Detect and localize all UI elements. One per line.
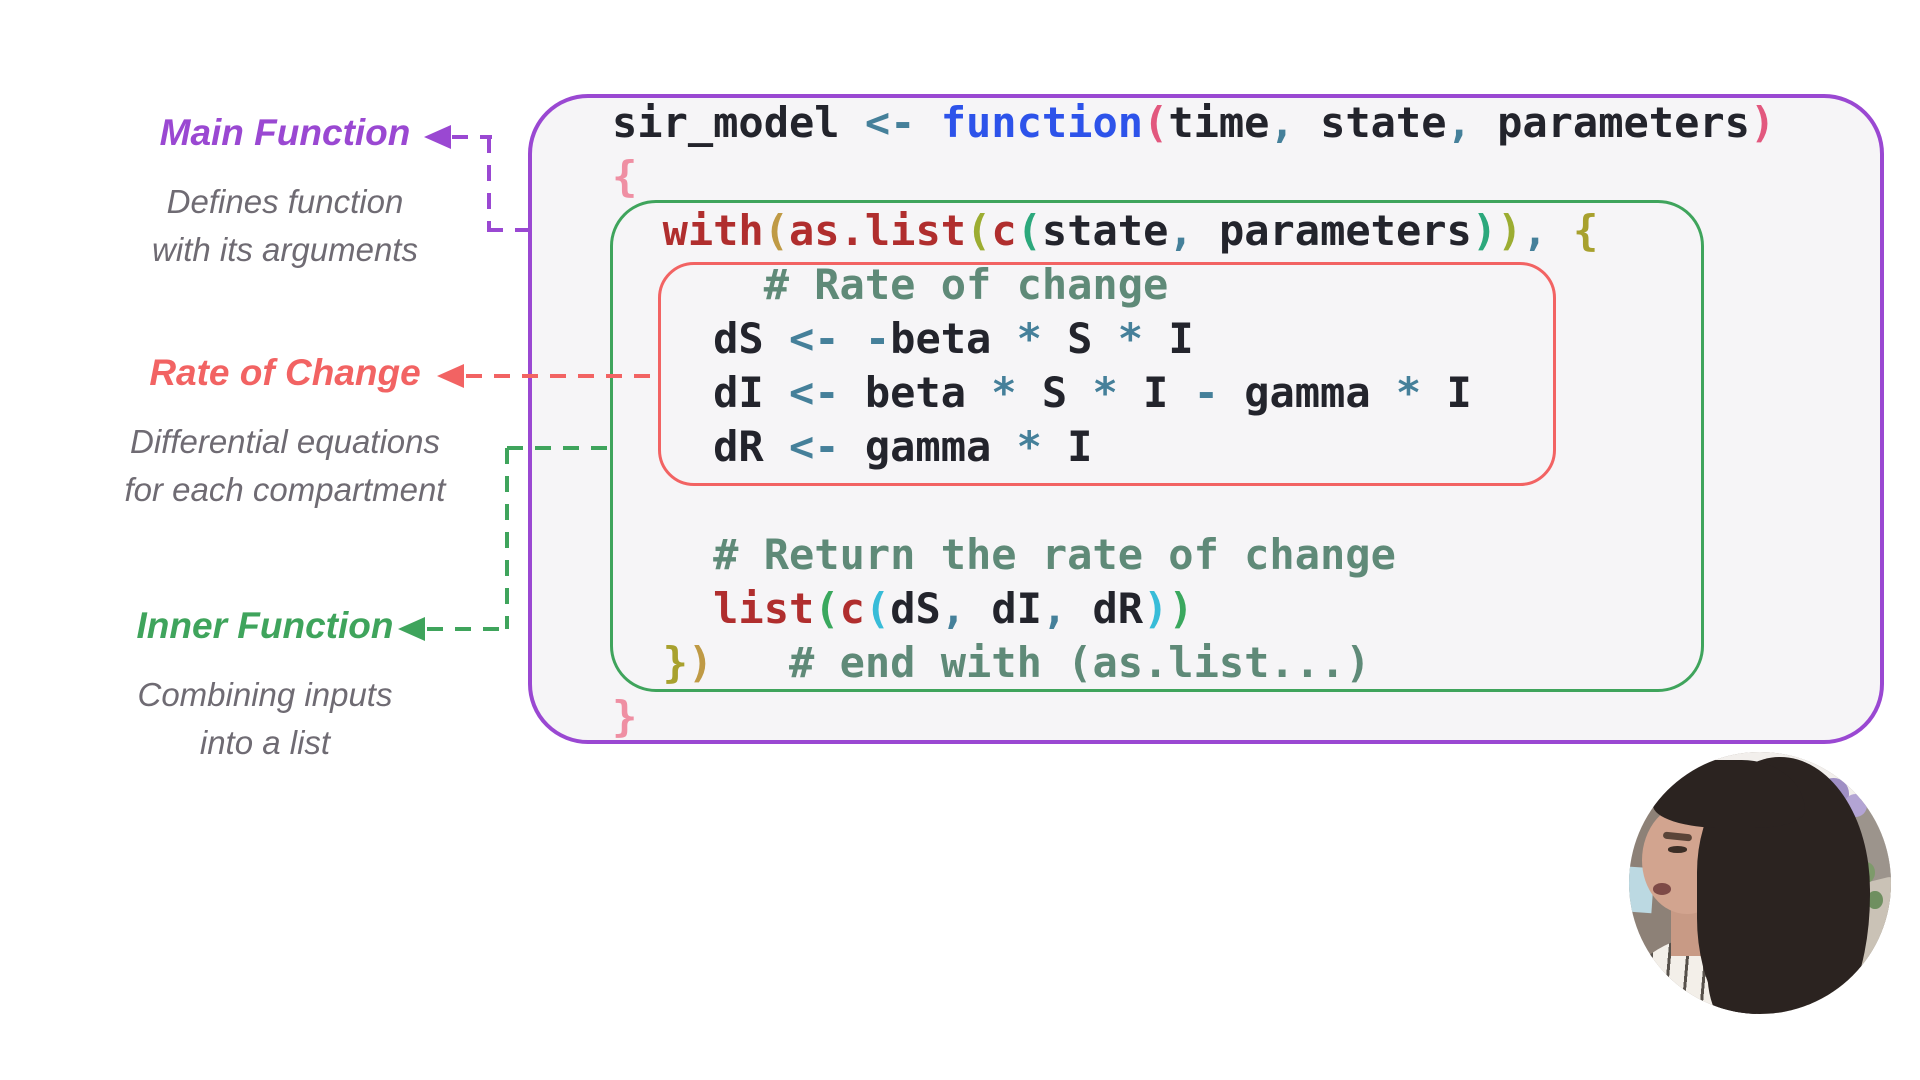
arrowhead-left-icon [437,364,464,388]
main-function-arrow-dash [487,228,531,232]
rate-of-change-label: Rate of Change [149,352,421,393]
code-line: # Rate of change [763,260,1169,309]
webcam-overlay [1629,752,1891,1014]
code-line: list(c(dS, dI, dR)) [713,584,1194,633]
main-function-description: Defines function with its arguments [152,183,418,268]
code-line: { [612,152,638,201]
main-function-arrow-dash [487,137,491,232]
inner-function-arrow-dash [505,448,509,629]
rate-of-change-description: Differential equations for each compartm… [124,423,446,508]
arrowhead-left-icon [398,617,425,641]
arrowhead-left-icon [424,125,451,149]
code-line: dI <- beta * S * I - gamma * I [713,368,1472,417]
code-line: with(as.list(c(state, parameters)), { [662,206,1599,255]
rate-of-change-outline [658,262,1556,486]
code-line [612,474,1775,528]
inner-function-outline [610,200,1704,692]
inner-function-label: Inner Function [136,605,394,646]
code-line: }) # end with (as.list...) [662,638,1371,687]
rate-of-change-arrow-dash [466,374,656,378]
main-function-label: Main Function [159,112,411,153]
inner-function-arrow-dash [427,627,507,631]
main-function-arrow-dash [452,135,492,139]
code-line: dS <- -beta * S * I [713,314,1194,363]
code-line: dR <- gamma * I [713,422,1093,471]
inner-function-description: Combining inputs into a list [137,676,393,761]
inner-function-arrow-dash [507,446,611,450]
code-line: # Return the rate of change [713,530,1396,579]
code-line: } [612,692,638,741]
code-block: sir_model <- function(time, state, param… [612,96,1775,744]
code-line: sir_model <- function(time, state, param… [612,98,1776,147]
